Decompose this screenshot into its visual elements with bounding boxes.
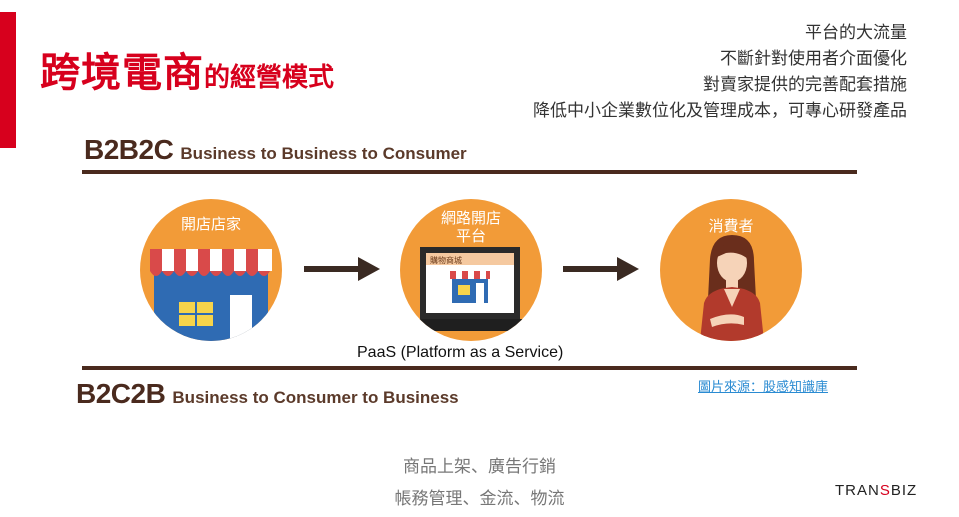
arrow-right-icon [563,257,639,281]
consumer-label: 消費者 [708,217,754,235]
paas-label: PaaS (Platform as a Service) [357,344,564,361]
platform-label: 網路開店 平台 [400,209,542,245]
consumer-circle: 消費者 [660,199,802,341]
platform-label-line1: 網路開店 [440,209,501,227]
benefit-item: 平台的大流量 [805,23,907,43]
logo-part3: BIZ [890,482,918,499]
shop-owner-circle: 開店店家 [140,199,282,341]
title-sub: 的經營模式 [204,63,335,93]
b2b2c-full: Business to Business to Consumer [180,144,467,163]
transbiz-logo: TRANSBIZ [835,482,917,499]
b2b2c-heading: B2B2C Business to Business to Consumer [84,134,467,166]
shop-owner-label: 開店店家 [180,215,241,233]
image-source-link[interactable]: 圖片來源：股感知識庫 [698,380,829,395]
benefit-item: 對賣家提供的完善配套措施 [703,75,907,95]
storefront-icon [150,249,272,341]
b2c2b-code: B2C2B [76,378,166,409]
benefit-item: 不斷針對使用者介面優化 [720,49,907,69]
platform-label-line2: 平台 [455,227,486,245]
benefits-list: 平台的大流量 不斷針對使用者介面優化 對賣家提供的完善配套措施 降低中小企業數位… [533,20,907,124]
woman-consumer-icon [700,235,764,341]
b2c2b-heading: B2C2B Business to Consumer to Business [76,378,459,410]
b2b2c-code: B2B2C [84,134,174,165]
benefit-item: 降低中小企業數位化及管理成本，可專心研發產品 [533,101,907,121]
title-main: 跨境電商 [40,50,204,96]
screen-mall-label: 購物商城 [430,256,462,265]
platform-circle: 網路開店 平台 購物商城 [400,199,542,341]
service-line-2: 帳務管理、金流、物流 [394,489,565,509]
divider-top [82,170,857,174]
service-line-1: 商品上架、廣告行銷 [403,457,556,477]
divider-bottom [82,366,857,370]
arrow-right-icon [304,257,380,281]
logo-part2: S [879,482,891,499]
page-title: 跨境電商的經營模式 [40,40,334,98]
laptop-storefront-icon [412,247,530,331]
accent-bar [0,12,16,148]
logo-part1: TRAN [835,482,880,499]
b2c2b-full: Business to Consumer to Business [172,388,459,407]
